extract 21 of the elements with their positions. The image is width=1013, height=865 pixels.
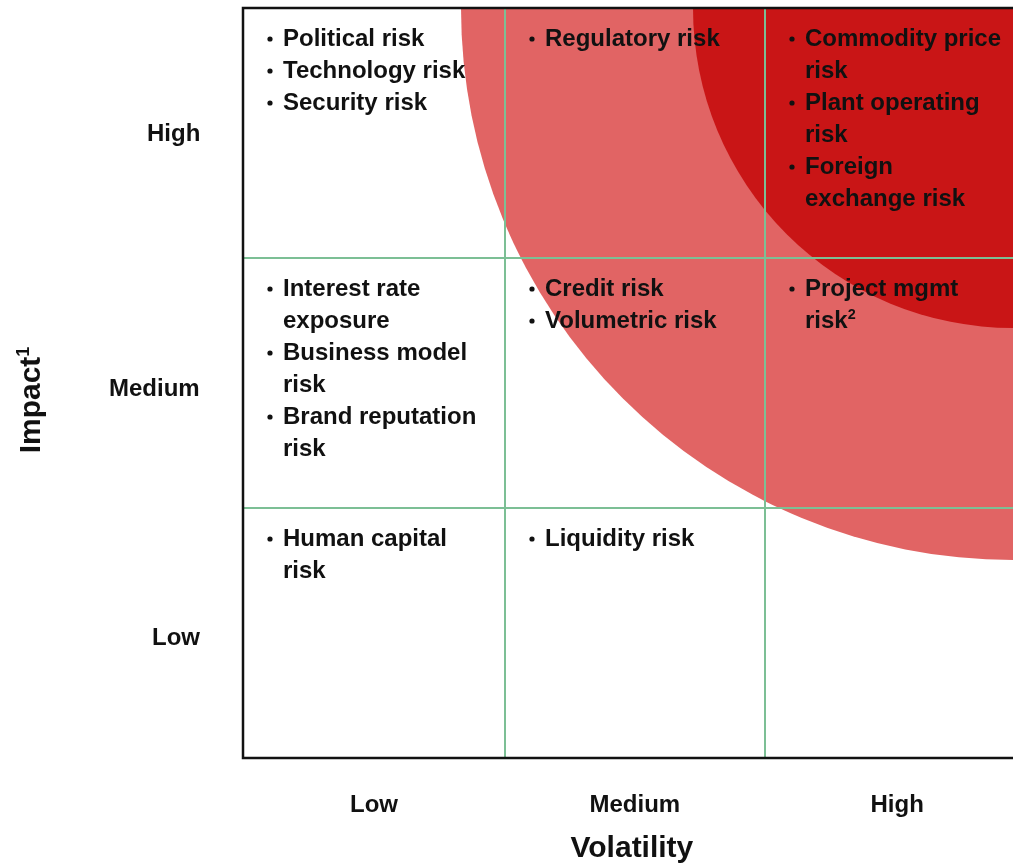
- risk-item: Interest rate exposure: [283, 273, 422, 335]
- risk-item: Technology risk: [283, 55, 467, 85]
- axis-tick-label: Medium: [589, 790, 681, 818]
- axis-tick-label: Low: [350, 790, 398, 818]
- risk-item: Project mgmt risk$^{2}$: [805, 273, 960, 335]
- risk-item: Political risk: [283, 23, 426, 53]
- risk-item: Security risk: [283, 87, 429, 117]
- risk-item: Business model risk: [283, 337, 469, 399]
- risk-item: Liquidity risk: [545, 523, 696, 553]
- axis-tick-label: High: [870, 790, 924, 818]
- risk-item: Human capital risk: [283, 523, 449, 585]
- axis-tick-label: High: [147, 119, 201, 147]
- axis-title: Volatility: [570, 830, 694, 864]
- risk-item: Commodity price risk: [805, 23, 1003, 85]
- risk-item: Regulatory risk: [545, 23, 721, 53]
- risk-item: Credit risk: [545, 273, 665, 303]
- axis-tick-label: Medium: [109, 374, 200, 402]
- risk-item: Brand reputation risk: [283, 401, 478, 463]
- axis-tick-label: Low: [152, 623, 200, 651]
- risk-item: Foreign exchange risk: [805, 151, 967, 213]
- risk-item: Plant operating risk: [805, 87, 981, 149]
